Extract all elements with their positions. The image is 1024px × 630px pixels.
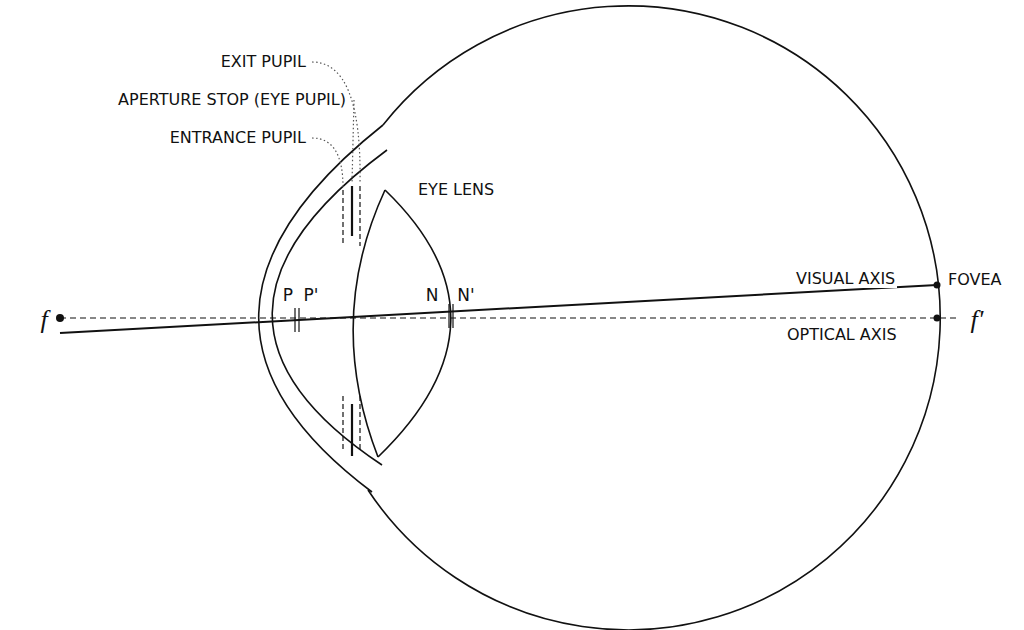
lens-back: [378, 190, 451, 457]
nodal-point-mark: [448, 304, 449, 328]
fovea-dot: [934, 282, 941, 289]
leader-line: [312, 138, 343, 187]
focal-point-dot: [934, 315, 941, 322]
point-label: P': [304, 286, 319, 305]
point-label: N': [457, 286, 474, 305]
part-label: EXIT PUPIL: [221, 53, 306, 71]
aperture-stop-mark: [351, 186, 353, 236]
focal-point-dot: [56, 314, 64, 322]
aperture-stop-mark: [351, 404, 353, 456]
part-label: EYE LENS: [418, 181, 494, 199]
entrance-pupil-mark: [342, 190, 343, 246]
part-label: ENTRANCE PUPIL: [170, 129, 306, 147]
leader-line: [312, 62, 360, 183]
entrance-pupil-mark: [342, 396, 343, 452]
principal-point-mark: [298, 308, 299, 332]
part-label: FOVEA: [948, 271, 1002, 289]
axis-label: OPTICAL AXIS: [787, 326, 897, 344]
part-label: APERTURE STOP (EYE PUPIL): [118, 91, 346, 109]
axis-label: VISUAL AXIS: [794, 270, 897, 288]
point-label: N: [426, 286, 439, 305]
principal-point-mark: [294, 308, 295, 332]
exit-pupil-mark: [359, 396, 360, 452]
cornea-inner: [272, 150, 387, 465]
cornea-outer: [259, 125, 383, 492]
lens-front: [353, 190, 385, 457]
focal-symbol: f: [40, 306, 47, 335]
focal-symbol: f': [971, 306, 984, 335]
nodal-point-mark: [452, 304, 453, 328]
optical-axis-line: [60, 317, 958, 318]
exit-pupil-mark: [359, 186, 360, 246]
leader-line: [352, 100, 354, 183]
point-label: P: [283, 286, 293, 305]
